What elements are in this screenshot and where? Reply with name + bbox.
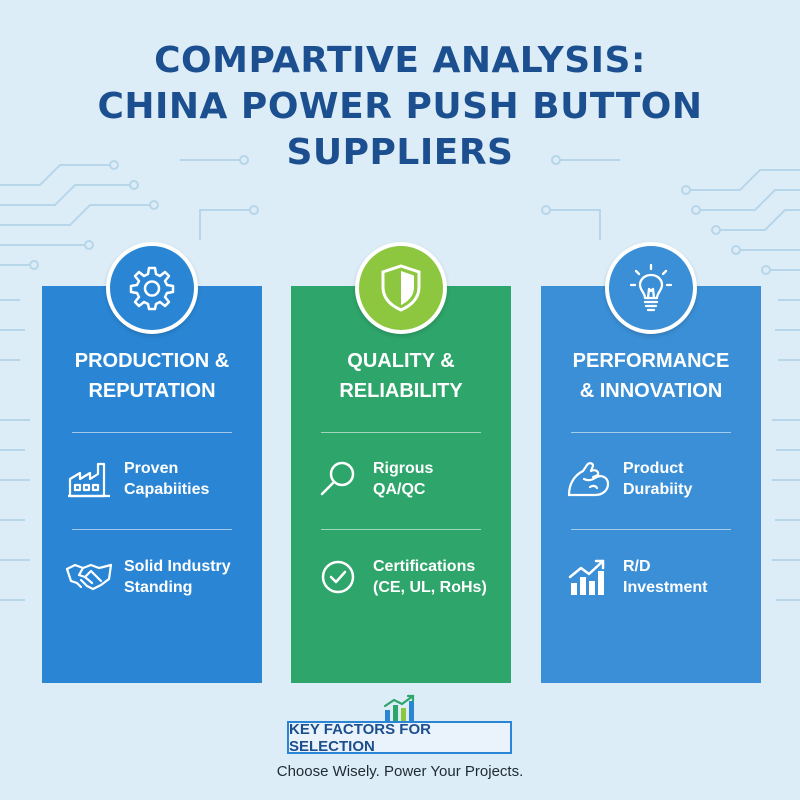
list-item: Product Durabiity (563, 449, 753, 509)
growth-chart-icon (568, 559, 605, 595)
item-label-line-1: Certifications (373, 558, 476, 575)
check-circle-icon (321, 560, 355, 594)
card-production-reputation: PRODUCTION & REPUTATION Proven Capabiiti… (42, 242, 262, 683)
item-label-line-1: Proven (124, 460, 179, 477)
divider (571, 529, 731, 530)
card-title-line-2: RELIABILITY (339, 380, 463, 402)
item-label-line-1: Product (623, 460, 684, 477)
item-label-line-2: Standing (124, 579, 193, 596)
list-item: Certifications (CE, UL, RoHs) (313, 547, 503, 607)
page-title: COMPARTIVE ANALYSIS: CHINA POWER PUSH BU… (0, 38, 800, 176)
card-title-line-2: & INNOVATION (579, 380, 723, 402)
list-item: Rigrous QA/QC (313, 449, 503, 509)
item-label-line-1: Rigrous (373, 460, 434, 477)
card-title-line-2: REPUTATION (88, 380, 216, 402)
item-label-line-2: Durabiity (623, 481, 693, 498)
bar-chart-icon (383, 694, 415, 721)
item-label-line-2: QA/QC (373, 481, 426, 498)
card-title: QUALITY & RELIABILITY (291, 346, 511, 406)
item-label-line-2: Investment (623, 579, 708, 596)
card-performance-innovation: PERFORMANCE & INNOVATION Product Durabii… (541, 242, 761, 683)
gear-icon (129, 266, 175, 311)
card-title-line-1: PRODUCTION & (74, 350, 230, 372)
card-title: PERFORMANCE & INNOVATION (541, 346, 761, 406)
list-item: R/D Investment (563, 547, 753, 607)
handshake-icon (65, 563, 113, 591)
divider (72, 432, 232, 433)
factory-icon (68, 462, 110, 498)
title-line-1: COMPARTIVE ANALYSIS: (154, 40, 646, 81)
item-label-line-1: Solid Industry (124, 558, 231, 575)
item-label-line-1: R/D (623, 558, 651, 575)
title-line-3: SUPPLIERS (286, 132, 514, 173)
shield-icon (381, 264, 421, 312)
card-quality-reliability: QUALITY & RELIABILITY Rigrous QA/QC (291, 242, 511, 683)
title-line-2: CHINA POWER PUSH BUTTON (97, 86, 703, 127)
divider (571, 432, 731, 433)
key-factors-label: KEY FACTORS FOR SELECTION (287, 721, 512, 755)
divider (72, 529, 232, 530)
lightbulb-icon (629, 263, 673, 312)
flexed-arm-icon (567, 462, 610, 497)
card-badge (355, 242, 447, 334)
item-label-line-2: (CE, UL, RoHs) (373, 579, 487, 596)
divider (321, 529, 481, 530)
card-title: PRODUCTION & REPUTATION (42, 346, 262, 406)
divider (321, 432, 481, 433)
card-badge (605, 242, 697, 334)
card-title-line-1: QUALITY & (347, 350, 455, 372)
item-label-line-2: Capabiities (124, 481, 210, 498)
list-item: Solid Industry Standing (64, 547, 254, 607)
tagline: Choose Wisely. Power Your Projects. (276, 763, 524, 780)
card-title-line-1: PERFORMANCE (572, 350, 730, 372)
card-badge (106, 242, 198, 334)
magnifier-icon (320, 461, 355, 496)
list-item: Proven Capabiities (64, 449, 254, 509)
